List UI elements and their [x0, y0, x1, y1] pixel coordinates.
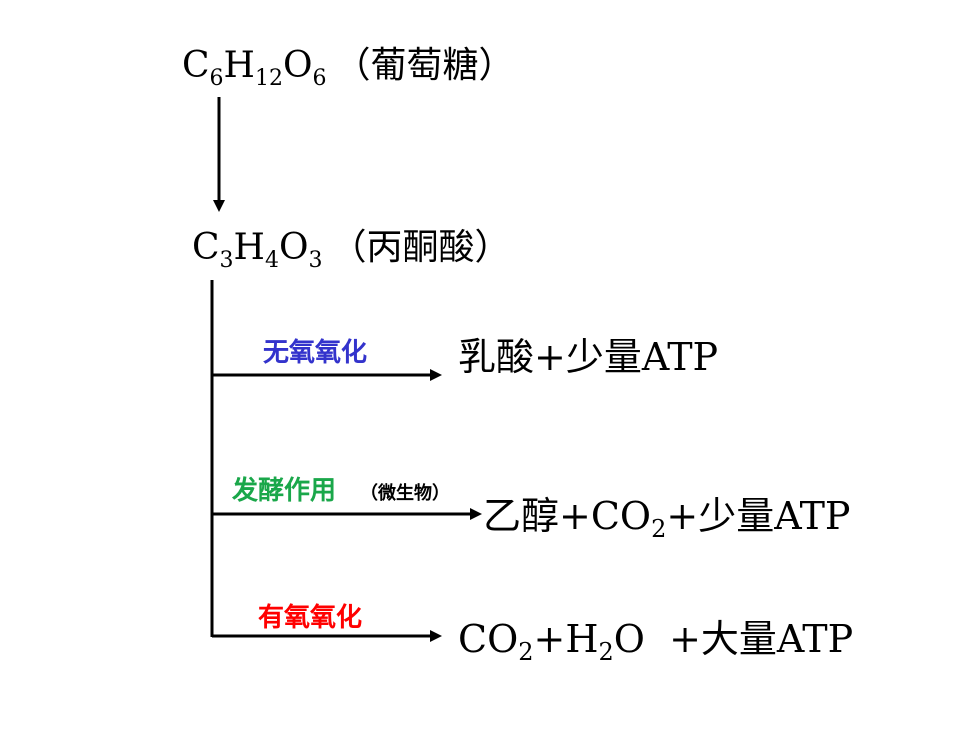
branch-1-label: 无氧氧化 — [263, 338, 368, 368]
glucose-to-pyruvate-arrowhead — [213, 200, 225, 212]
pyruvate-formula: C3H4O3（丙酮酸） — [192, 227, 511, 272]
pyruvate-o: O — [278, 227, 309, 268]
glucose-c-count: 6 — [209, 66, 224, 91]
pyruvate-c: C — [192, 227, 220, 268]
pyruvate-h: H — [233, 227, 265, 268]
glucose-o-count: 6 — [312, 66, 327, 91]
glucose-name: （葡萄糖） — [334, 45, 515, 86]
glucose-formula: C6H12O6（葡萄糖） — [182, 45, 515, 90]
branch-3-product-part-a: CO — [458, 617, 519, 661]
branch-1-product: 乳酸+少量ATP — [458, 335, 719, 379]
branch-3-product: CO2+H2O +大量ATP — [458, 617, 854, 664]
glucose-c: C — [182, 45, 210, 86]
branch-3-label: 有氧氧化 — [258, 603, 363, 633]
branch-1-arrowhead — [430, 369, 442, 381]
branch-3-product-subscript-1: 2 — [518, 638, 534, 666]
branch-3-arrowhead — [430, 630, 442, 642]
glucose-o: O — [282, 45, 313, 86]
pyruvate-o-count: 3 — [308, 248, 323, 273]
branch-2-note: （微生物） — [360, 483, 450, 504]
pyruvate-name: （丙酮酸） — [330, 227, 511, 268]
branch-3-product-part-b: +H — [533, 617, 599, 661]
branch-2-product: 乙醇+CO2+少量ATP — [483, 494, 851, 541]
branch-2-label: 发酵作用 — [232, 476, 337, 506]
branch-2-arrowhead — [470, 508, 482, 520]
branch-3-product-subscript-2: 2 — [598, 638, 614, 666]
pyruvate-c-count: 3 — [219, 248, 234, 273]
glucose-h-count: 12 — [254, 66, 283, 91]
glucose-h: H — [223, 45, 255, 86]
branch-2-product-part-b: +少量ATP — [666, 494, 851, 538]
branch-2-product-subscript: 2 — [651, 515, 667, 543]
pyruvate-h-count: 4 — [264, 248, 279, 273]
branch-2-product-part-a: 乙醇+CO — [483, 494, 652, 538]
branch-3-product-part-c: O +大量ATP — [613, 617, 854, 661]
